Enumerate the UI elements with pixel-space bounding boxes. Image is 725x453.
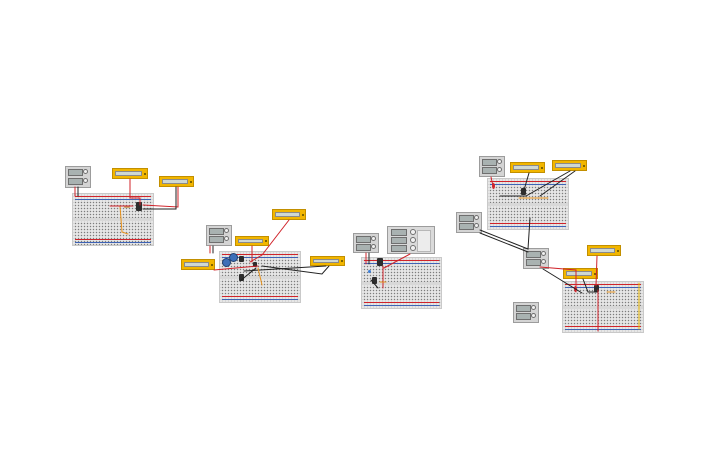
meter-knob-icon[interactable] bbox=[190, 180, 192, 183]
function-generator-3[interactable] bbox=[387, 226, 435, 254]
breadboard-4a[interactable] bbox=[487, 178, 569, 230]
multimeter-2c[interactable] bbox=[181, 259, 215, 270]
psu-dial-icon[interactable] bbox=[531, 305, 536, 310]
power-supply-4d[interactable] bbox=[513, 302, 539, 323]
psu-dial-icon[interactable] bbox=[531, 313, 536, 318]
multimeter-2b[interactable] bbox=[272, 209, 306, 220]
multimeter-4b[interactable] bbox=[552, 160, 587, 171]
fgen-dial-icon[interactable] bbox=[410, 229, 416, 235]
multimeter-2d[interactable] bbox=[310, 256, 345, 266]
fgen-dial-icon[interactable] bbox=[410, 237, 416, 243]
power-supply-4b[interactable] bbox=[456, 212, 482, 233]
psu-display bbox=[68, 178, 83, 185]
fgen-dial-icon[interactable] bbox=[410, 245, 416, 251]
power-supply-3[interactable] bbox=[353, 233, 379, 253]
psu-dial-icon[interactable] bbox=[224, 228, 229, 233]
psu-display bbox=[68, 169, 83, 176]
ic-chip-icon[interactable] bbox=[253, 262, 257, 267]
ic-chip-icon[interactable] bbox=[377, 258, 383, 266]
psu-dial-icon[interactable] bbox=[371, 236, 376, 241]
ic-chip-icon[interactable] bbox=[239, 274, 244, 281]
psu-dial-icon[interactable] bbox=[541, 259, 546, 264]
ic-chip-icon[interactable] bbox=[521, 188, 526, 195]
multimeter-4c[interactable] bbox=[587, 245, 621, 256]
led-icon[interactable] bbox=[492, 183, 495, 189]
psu-dial-icon[interactable] bbox=[497, 167, 502, 172]
ic-chip-icon[interactable] bbox=[372, 277, 377, 284]
breadboard-1[interactable] bbox=[72, 193, 154, 246]
psu-dial-icon[interactable] bbox=[497, 159, 502, 164]
breadboard-4b[interactable] bbox=[562, 281, 644, 333]
ic-chip-icon[interactable] bbox=[239, 256, 244, 262]
psu-dial-icon[interactable] bbox=[371, 244, 376, 249]
ic-chip-icon[interactable] bbox=[594, 285, 599, 292]
led-icon[interactable] bbox=[368, 270, 371, 273]
psu-dial-icon[interactable] bbox=[474, 215, 479, 220]
meter-knob-icon[interactable] bbox=[144, 172, 146, 175]
led-icon[interactable] bbox=[574, 286, 577, 292]
power-supply-2[interactable] bbox=[206, 225, 232, 246]
psu-dial-icon[interactable] bbox=[83, 169, 88, 174]
multimeter-4d[interactable] bbox=[563, 268, 598, 279]
psu-dial-icon[interactable] bbox=[541, 251, 546, 256]
multimeter-2a[interactable] bbox=[235, 236, 269, 246]
multimeter-4a[interactable] bbox=[510, 162, 545, 173]
capacitor-icon[interactable] bbox=[229, 253, 238, 262]
psu-dial-icon[interactable] bbox=[83, 178, 88, 183]
psu-dial-icon[interactable] bbox=[224, 236, 229, 241]
power-supply-4a[interactable] bbox=[479, 156, 505, 177]
psu-dial-icon[interactable] bbox=[474, 223, 479, 228]
fgen-panel bbox=[417, 230, 431, 252]
power-supply-4c[interactable] bbox=[523, 248, 549, 269]
ic-chip-icon[interactable] bbox=[136, 202, 142, 211]
resistor-icon[interactable] bbox=[124, 206, 130, 208]
multimeter-1b[interactable] bbox=[159, 176, 194, 187]
power-supply-1[interactable] bbox=[65, 166, 91, 188]
multimeter-1a[interactable] bbox=[112, 168, 148, 179]
